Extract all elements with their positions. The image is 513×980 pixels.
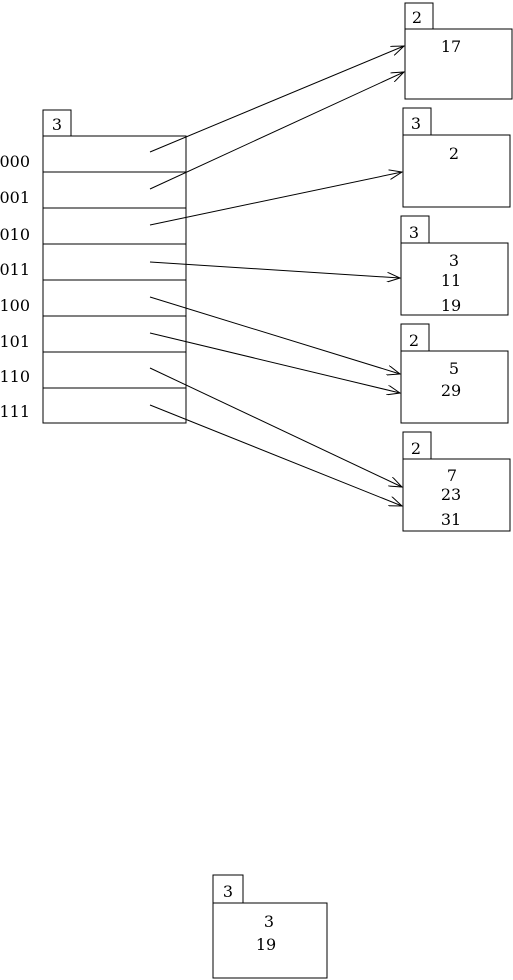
bucket-5: 2 7 23 31 xyxy=(402,431,511,532)
extra-bucket-value: 19 xyxy=(256,935,276,954)
directory: 3 000 001 010 011 100 101 110 111 xyxy=(0,109,187,424)
bucket-1-body xyxy=(404,28,513,100)
bucket-3-value: 19 xyxy=(441,296,461,315)
extra-bucket-local-depth: 3 xyxy=(223,882,233,901)
pointer-arrow-001 xyxy=(149,72,404,190)
bucket-3: 3 3 11 19 xyxy=(400,215,509,316)
pointer-arrow-000 xyxy=(149,46,404,153)
bucket-1: 2 17 xyxy=(404,2,513,100)
extra-bucket-body xyxy=(212,902,328,979)
slot-label-010: 010 xyxy=(0,225,30,244)
pointer-arrow-010 xyxy=(149,172,402,226)
pointer-arrow-101 xyxy=(149,332,400,393)
pointer-arrows xyxy=(149,46,404,506)
bucket-5-value: 31 xyxy=(441,510,461,529)
slot-label-101: 101 xyxy=(0,332,30,351)
bucket-1-local-depth: 2 xyxy=(412,8,422,27)
bucket-2-body xyxy=(402,134,511,208)
bucket-5-value: 7 xyxy=(447,466,457,485)
bucket-4: 2 5 29 xyxy=(400,323,509,424)
slot-label-110: 110 xyxy=(0,367,30,386)
slot-label-100: 100 xyxy=(0,296,30,315)
slot-label-011: 011 xyxy=(0,260,30,279)
pointer-arrow-011 xyxy=(149,261,400,278)
bucket-3-local-depth: 3 xyxy=(409,223,419,242)
bucket-3-body xyxy=(400,242,509,316)
bucket-3-value: 11 xyxy=(441,271,461,290)
slot-label-001: 001 xyxy=(0,188,30,207)
bucket-2-local-depth-box xyxy=(402,107,432,136)
directory-global-depth: 3 xyxy=(52,115,62,134)
slot-label-111: 111 xyxy=(0,402,30,421)
directory-global-depth-box xyxy=(42,109,72,137)
extra-bucket: 3 3 19 xyxy=(212,874,328,979)
bucket-4-value: 29 xyxy=(441,381,461,400)
pointer-arrow-100 xyxy=(149,296,400,374)
pointer-arrow-110 xyxy=(149,367,402,487)
bucket-5-value: 23 xyxy=(441,485,461,504)
extra-bucket-value: 3 xyxy=(264,912,274,931)
bucket-5-local-depth-box xyxy=(402,431,432,460)
bucket-4-local-depth: 2 xyxy=(409,331,419,350)
slot-label-000: 000 xyxy=(0,152,30,171)
bucket-5-local-depth: 2 xyxy=(411,439,421,458)
bucket-1-value: 17 xyxy=(441,37,461,56)
bucket-3-value: 3 xyxy=(449,251,459,270)
bucket-2-value: 2 xyxy=(449,144,459,163)
bucket-4-body xyxy=(400,350,509,424)
bucket-2: 3 2 xyxy=(402,107,511,208)
bucket-1-local-depth-box xyxy=(404,2,434,30)
bucket-3-local-depth-box xyxy=(400,215,430,244)
bucket-4-value: 5 xyxy=(449,359,459,378)
bucket-2-local-depth: 3 xyxy=(411,114,421,133)
bucket-5-body xyxy=(402,458,511,532)
pointer-arrow-111 xyxy=(149,404,402,506)
